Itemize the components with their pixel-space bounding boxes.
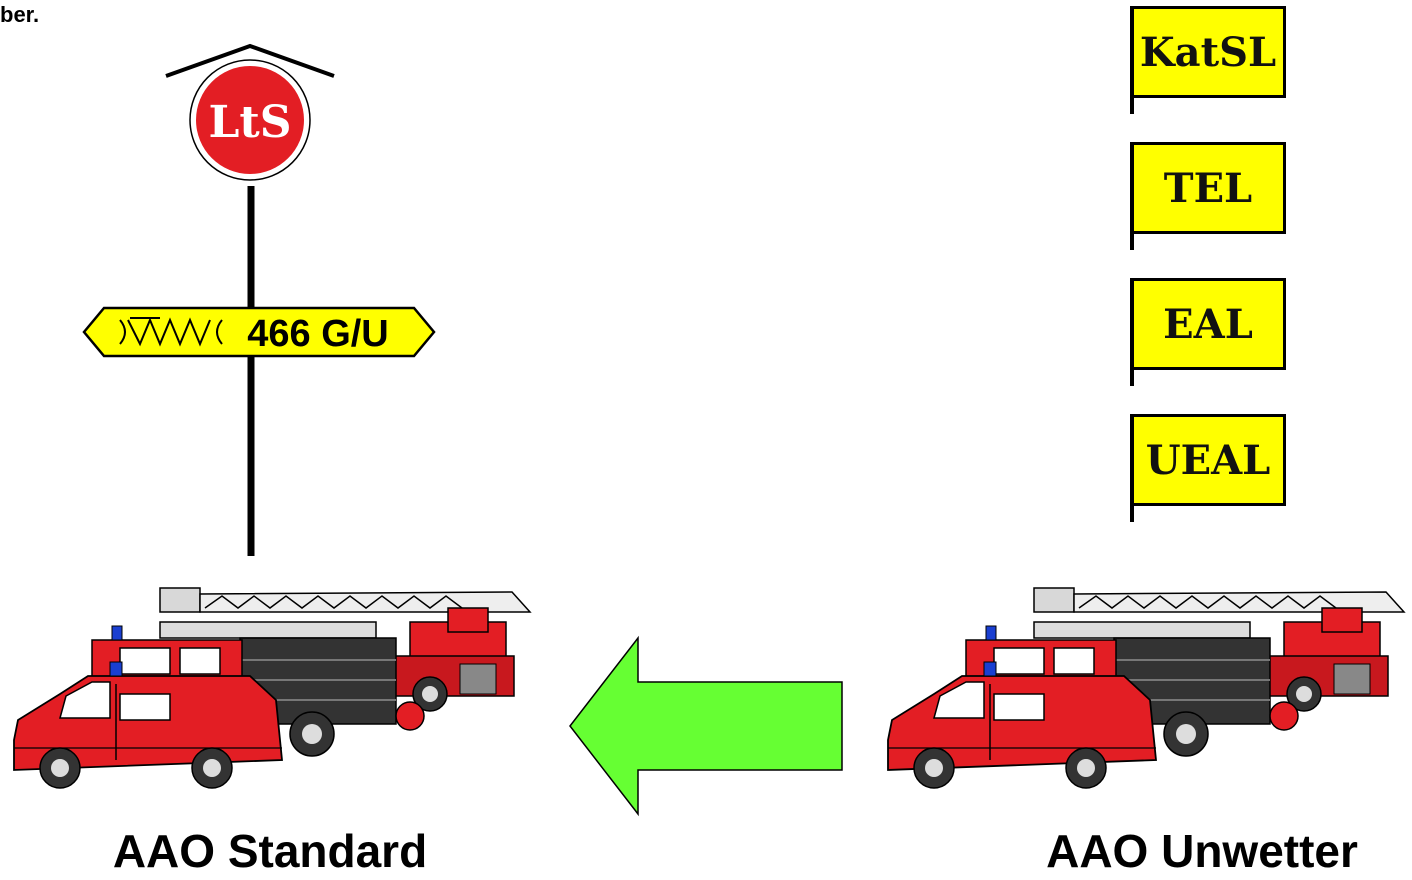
top-text-fragment: ber. xyxy=(0,2,40,27)
roof-outline xyxy=(165,43,335,78)
flag-pole xyxy=(1130,142,1134,250)
flag-tel: TEL xyxy=(1130,142,1286,250)
flag-katsl: KatSL xyxy=(1130,6,1286,114)
flag-label: EAL xyxy=(1130,278,1286,370)
fleet-unwetter xyxy=(887,587,1405,789)
route-sign-text: 466 G/U xyxy=(247,313,389,355)
flag-label: KatSL xyxy=(1130,6,1286,98)
fleet-standard xyxy=(13,587,531,789)
flag-eal: EAL xyxy=(1130,278,1286,386)
flag-label: UEAL xyxy=(1130,414,1286,506)
lts-house-sign: LtS xyxy=(165,43,335,181)
group-label-standard: AAO Standard xyxy=(112,825,428,877)
flag-ueal: UEAL xyxy=(1130,414,1286,522)
route-sign: 466 G/U xyxy=(82,306,436,358)
flag-pole xyxy=(1130,278,1134,386)
flag-label: TEL xyxy=(1130,142,1286,234)
group-label-unwetter: AAO Unwetter xyxy=(1046,825,1358,877)
flag-pole xyxy=(1130,414,1134,522)
lts-sign-text: LtS xyxy=(208,97,291,148)
flag-pole xyxy=(1130,6,1134,114)
lts-red-disc xyxy=(196,66,304,174)
wave-symbol-icon xyxy=(119,319,126,345)
arrow-left-icon xyxy=(569,635,843,817)
